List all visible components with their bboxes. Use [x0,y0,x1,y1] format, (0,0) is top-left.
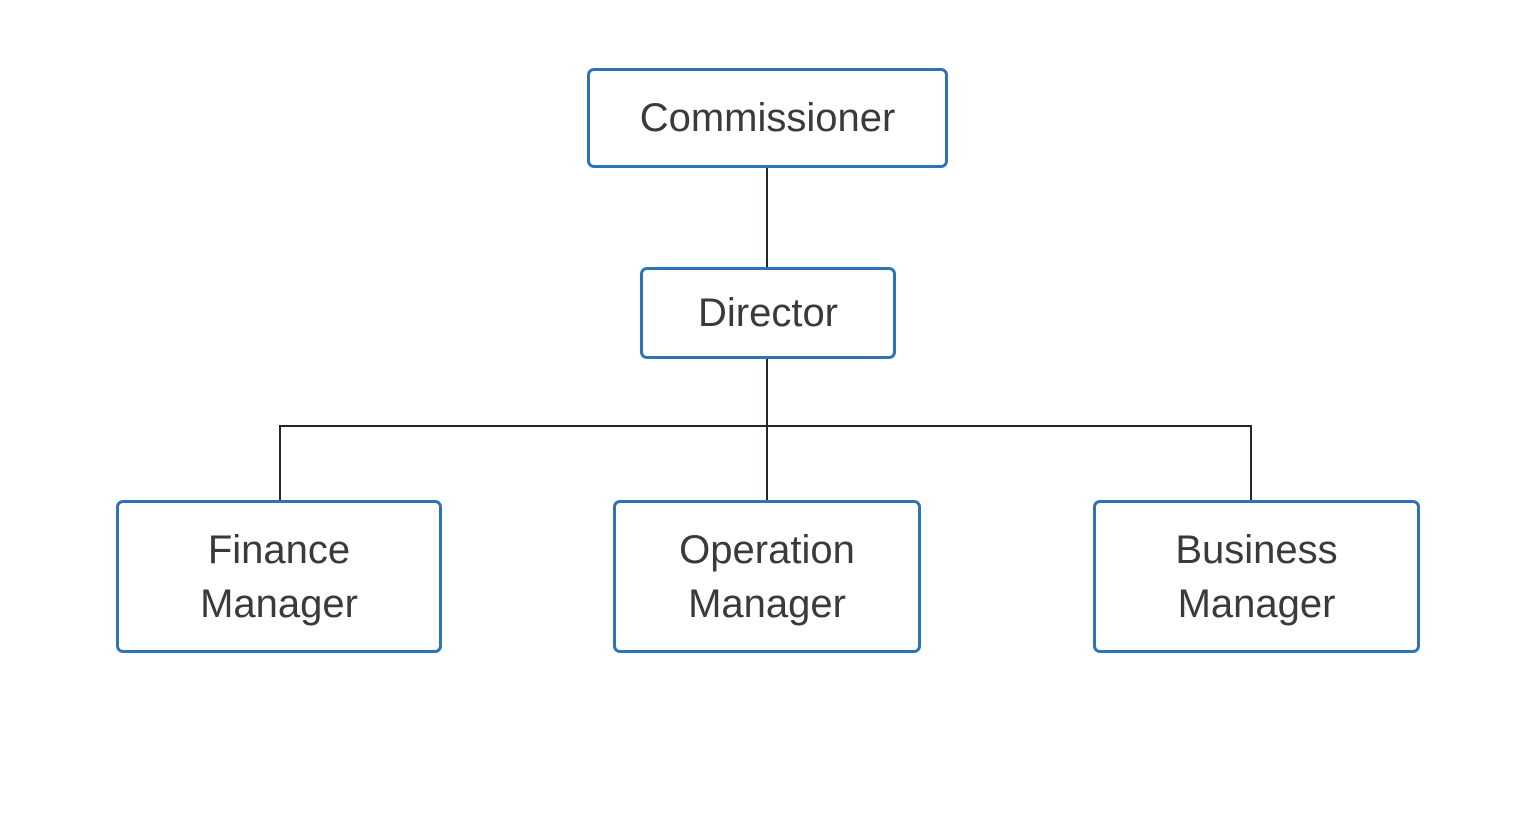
connector-branch-horizontal [279,425,1252,427]
node-business-manager-label: Business Manager [1175,527,1338,626]
connector-director-operation [766,359,768,501]
connector-commissioner-director [766,168,768,267]
node-operation-manager[interactable]: Operation Manager [613,500,921,653]
node-finance-manager-label: Finance Manager [200,527,358,626]
node-commissioner-label: Commissioner [639,96,896,140]
node-finance-manager[interactable]: Finance Manager [116,500,442,653]
node-business-manager[interactable]: Business Manager [1093,500,1420,653]
node-director[interactable]: Director [640,267,896,359]
connector-drop-finance [279,425,281,501]
node-operation-manager-label: Operation Manager [679,527,855,626]
node-director-label: Director [697,291,839,335]
connector-drop-business [1250,425,1252,501]
node-commissioner[interactable]: Commissioner [587,68,948,168]
